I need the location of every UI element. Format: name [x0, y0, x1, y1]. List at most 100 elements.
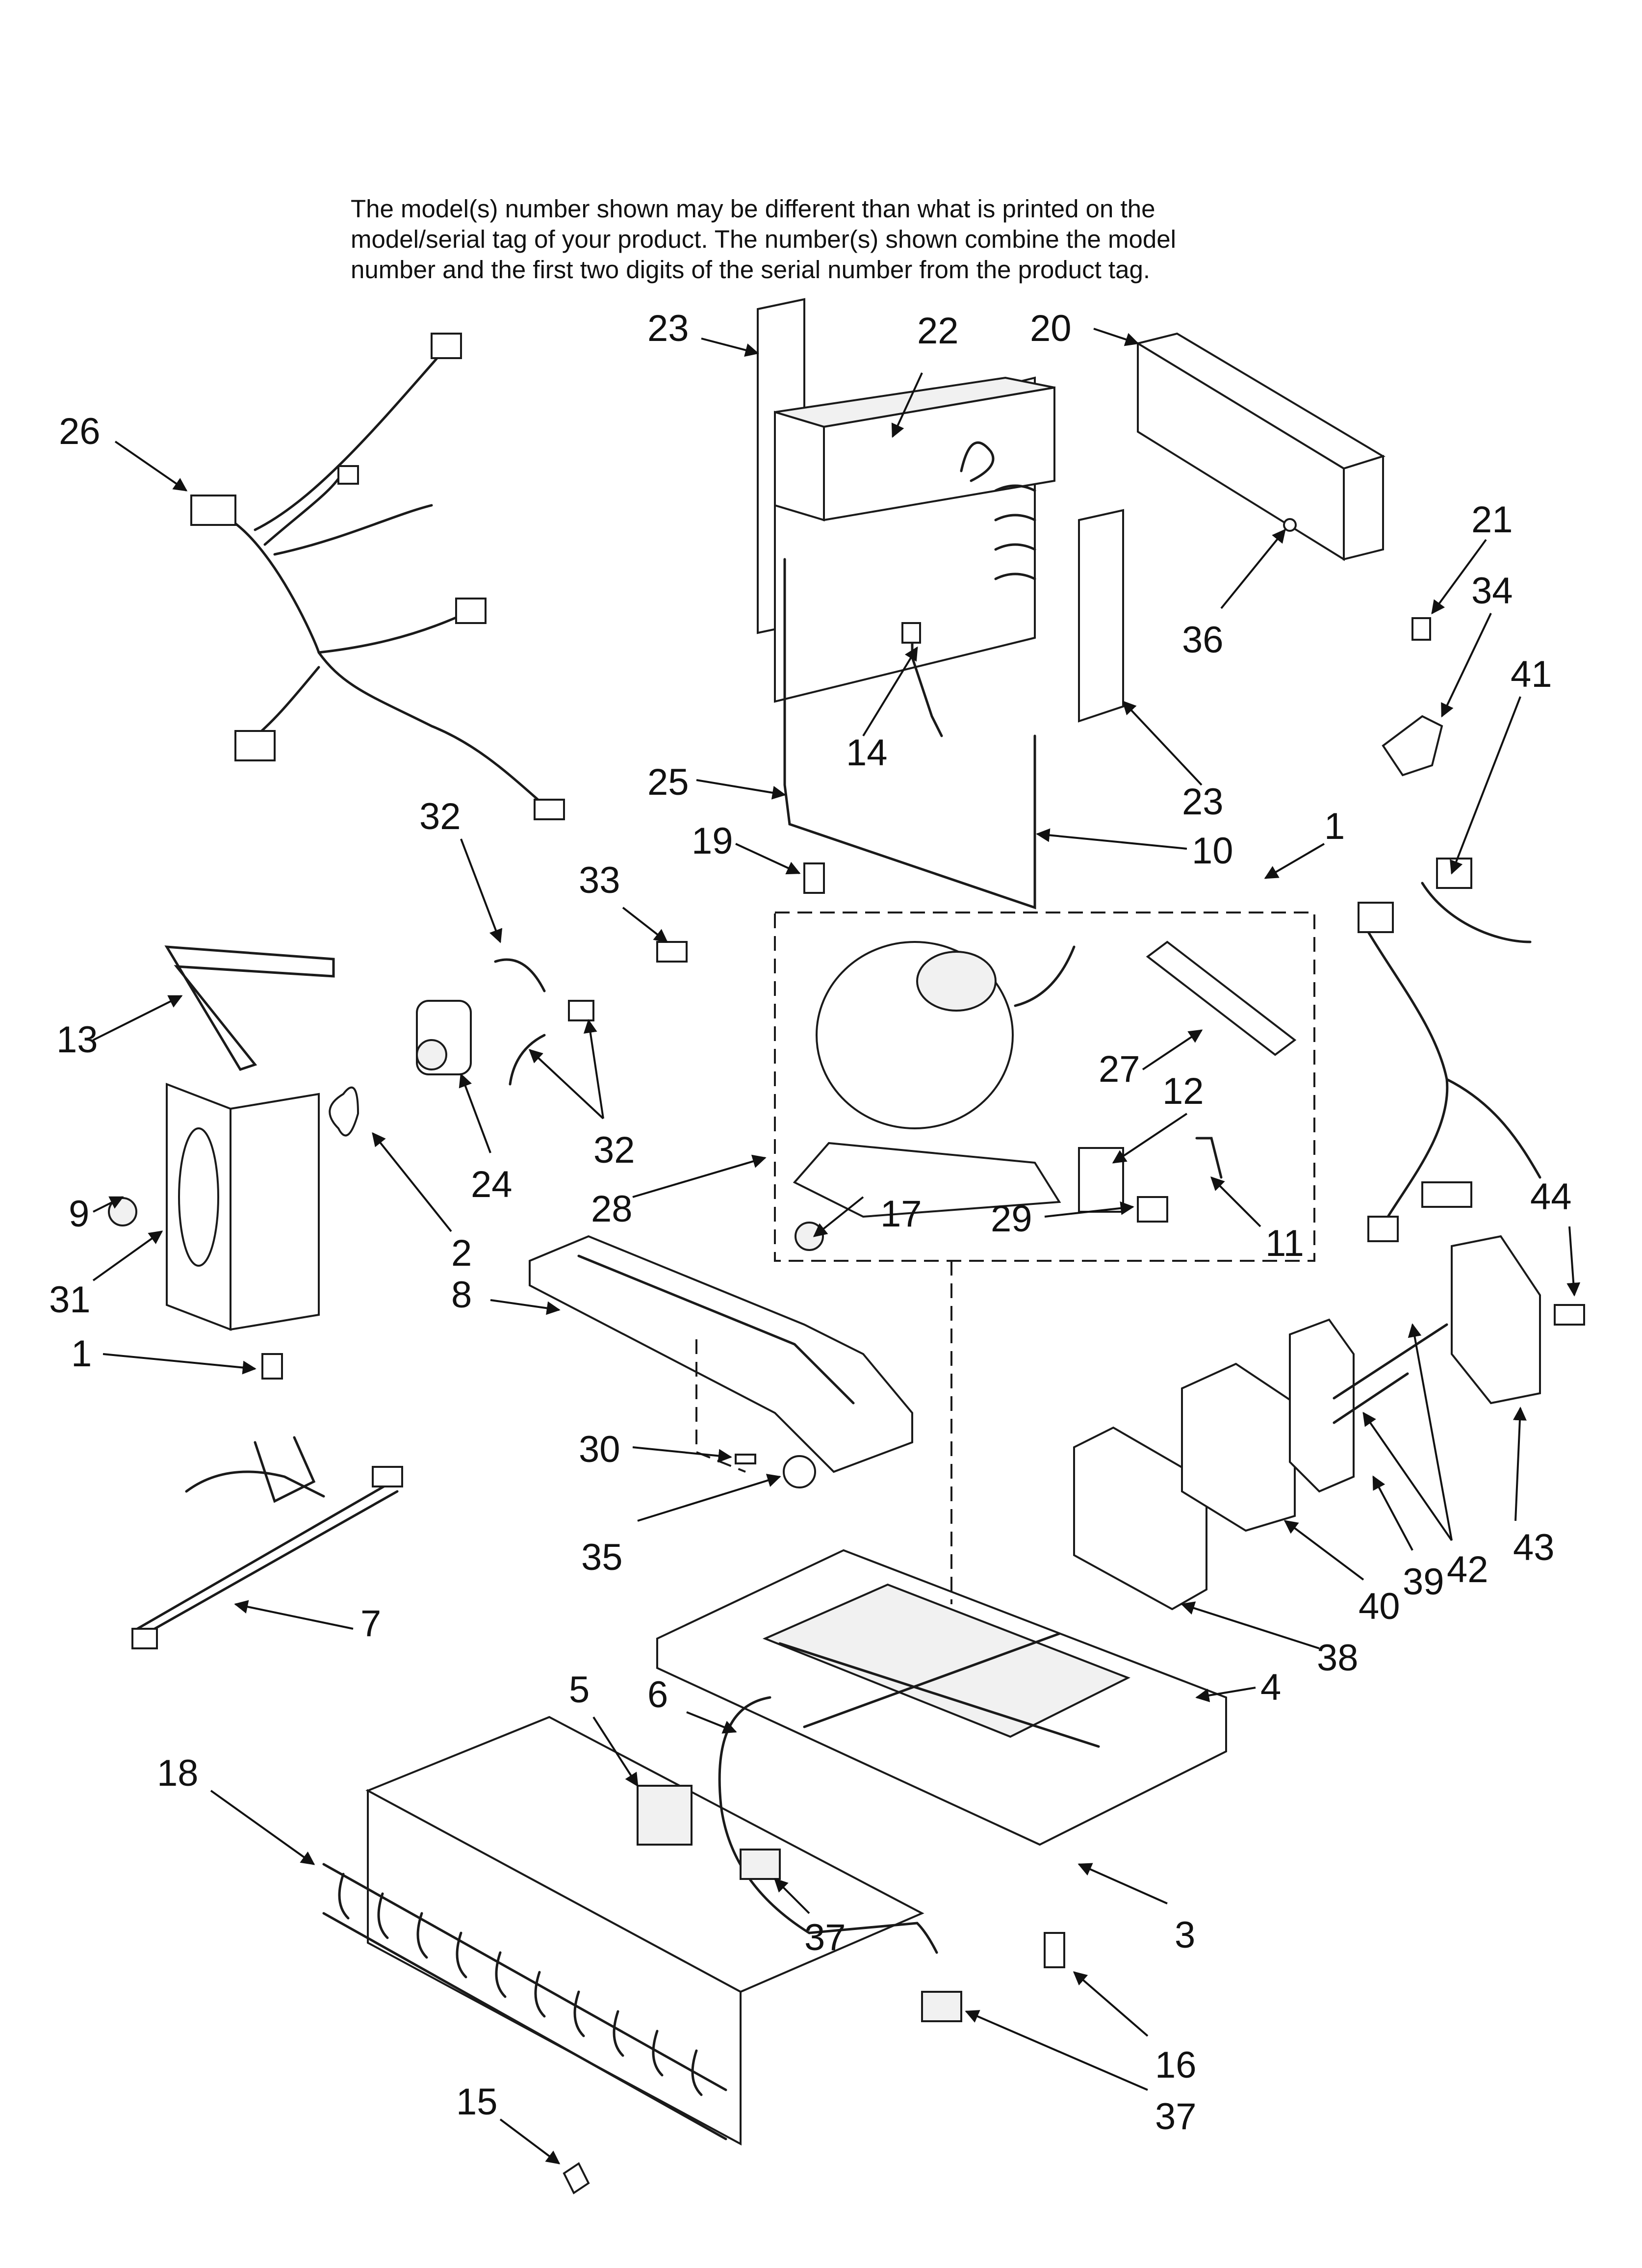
- note-line-3: number and the first two digits of the s…: [351, 256, 1150, 284]
- callout-37-lower: 37: [1155, 2096, 1197, 2138]
- callout-10: 10: [1192, 830, 1233, 872]
- callout-2: 2: [451, 1232, 472, 1274]
- harness-right-plug-4: [1421, 1181, 1472, 1208]
- control-screws-42: [1333, 1323, 1448, 1424]
- condenser-coils: [338, 1873, 703, 2096]
- control-assembly: [1073, 1235, 1585, 1611]
- callout-5: 5: [569, 1669, 590, 1711]
- control-board: [1181, 1362, 1296, 1532]
- callout-11: 11: [1265, 1223, 1304, 1264]
- harness-right-plug-2: [1436, 858, 1472, 889]
- compressor-tube: [1014, 945, 1076, 1007]
- callout-25: 25: [647, 761, 689, 803]
- screw-16: [1044, 1932, 1065, 1968]
- defrost-thermostat: [901, 622, 921, 644]
- condenser-fan-assembly: [108, 1000, 472, 1331]
- callout-18: 18: [157, 1752, 199, 1794]
- callout-6: 6: [647, 1674, 668, 1716]
- callout-30: 30: [579, 1429, 620, 1470]
- fan-blade: [329, 1086, 359, 1137]
- harness-plug-small: [337, 465, 359, 485]
- drain-pan: [529, 1235, 913, 1473]
- callout-8: 8: [451, 1274, 472, 1316]
- pin-30: [735, 1454, 756, 1464]
- harness-plug-left: [234, 730, 276, 761]
- callout-44: 44: [1530, 1176, 1572, 1218]
- callout-14: 14: [846, 732, 888, 774]
- harness-branch-3: [273, 504, 433, 556]
- cover-screw-36: [1283, 518, 1297, 532]
- evaporator-cover: [1135, 332, 1385, 561]
- harness-lower-plug-left: [131, 1628, 158, 1649]
- base-pan-cross-brace: [778, 1632, 1100, 1748]
- callout-23-upper: 23: [647, 308, 689, 349]
- gasket: [164, 945, 335, 1071]
- evaporator-coils: [994, 484, 1036, 580]
- harness-branch-1: [254, 352, 443, 531]
- callout-41: 41: [1511, 653, 1552, 695]
- fan-shroud-side: [230, 1093, 320, 1331]
- base-pan: [656, 1261, 1227, 1846]
- harness-lower-trunk-1: [136, 1480, 394, 1630]
- start-relay: [1078, 1147, 1124, 1213]
- callout-16: 16: [1155, 2044, 1197, 2086]
- drain-pan-mount-line: [695, 1339, 746, 1473]
- callout-28: 28: [591, 1188, 633, 1230]
- callout-34: 34: [1471, 570, 1513, 612]
- compressor-assembly-box: [774, 912, 1315, 1262]
- callout-numbers: 23 22 20 26 21 34 36 41 14 23 25 10 19 1…: [49, 308, 1572, 2138]
- callout-22: 22: [917, 310, 959, 352]
- harness-right-plug-3: [1367, 1216, 1399, 1242]
- evaporator-end: [774, 411, 825, 521]
- callout-33: 33: [579, 860, 620, 901]
- callout-20: 20: [1030, 308, 1072, 349]
- callout-24: 24: [471, 1164, 513, 1205]
- clip-32-block: [568, 1000, 594, 1021]
- clip-32-upper: [494, 958, 546, 992]
- callout-27: 27: [1099, 1048, 1140, 1090]
- base-pan-recess: [762, 1583, 1130, 1738]
- callout-32-lower: 32: [593, 1129, 635, 1171]
- callout-26: 26: [59, 411, 101, 452]
- callout-15: 15: [456, 2081, 498, 2123]
- callout-37-upper: 37: [804, 1917, 846, 1958]
- harness-trunk: [229, 519, 551, 811]
- fan-shroud-opening: [178, 1127, 219, 1267]
- cover-end: [1343, 455, 1384, 561]
- evaporator-bracket-right: [1078, 509, 1124, 723]
- callout-21: 21: [1471, 499, 1513, 541]
- callout-7: 7: [360, 1603, 381, 1644]
- control-bracket: [1289, 1318, 1355, 1493]
- harness-right-branch-2: [1421, 882, 1532, 943]
- callout-17: 17: [880, 1193, 922, 1235]
- harness-lower-trunk-2: [136, 1490, 399, 1640]
- callout-32-upper: 32: [419, 796, 461, 837]
- callout-36: 36: [1182, 619, 1224, 661]
- harness-branch-2: [263, 469, 345, 546]
- callout-4: 4: [1260, 1667, 1281, 1708]
- screw-21: [1411, 617, 1431, 641]
- harness-lower-branch-2: [254, 1436, 316, 1503]
- callout-38: 38: [1317, 1637, 1359, 1679]
- callout-13: 13: [56, 1019, 98, 1061]
- wire-harness-lower: [131, 1436, 403, 1649]
- callout-1-upper: 1: [1324, 806, 1345, 847]
- control-housing: [1073, 1426, 1207, 1611]
- screw-19: [803, 862, 825, 894]
- drier-body: [1146, 940, 1297, 1056]
- sleeve-37-lower: [921, 1991, 962, 2022]
- insulation-5: [637, 1785, 693, 1846]
- fan-motor-hub: [416, 1039, 447, 1070]
- defrost-heater-wire: [783, 558, 1036, 910]
- callout-23-lower: 23: [1182, 781, 1224, 823]
- harness-lower-plug-right: [372, 1466, 403, 1487]
- screw-1-lower: [261, 1353, 283, 1380]
- callout-12: 12: [1162, 1070, 1204, 1112]
- condenser-coil-edges: [322, 1863, 727, 2140]
- note-line-1: The model(s) number shown may be differe…: [351, 195, 1155, 223]
- evaporator-assembly: [757, 298, 1124, 910]
- harness-right-plug-1: [1358, 902, 1394, 933]
- callout-42: 42: [1447, 1549, 1488, 1590]
- sleeve-37-upper: [740, 1849, 781, 1880]
